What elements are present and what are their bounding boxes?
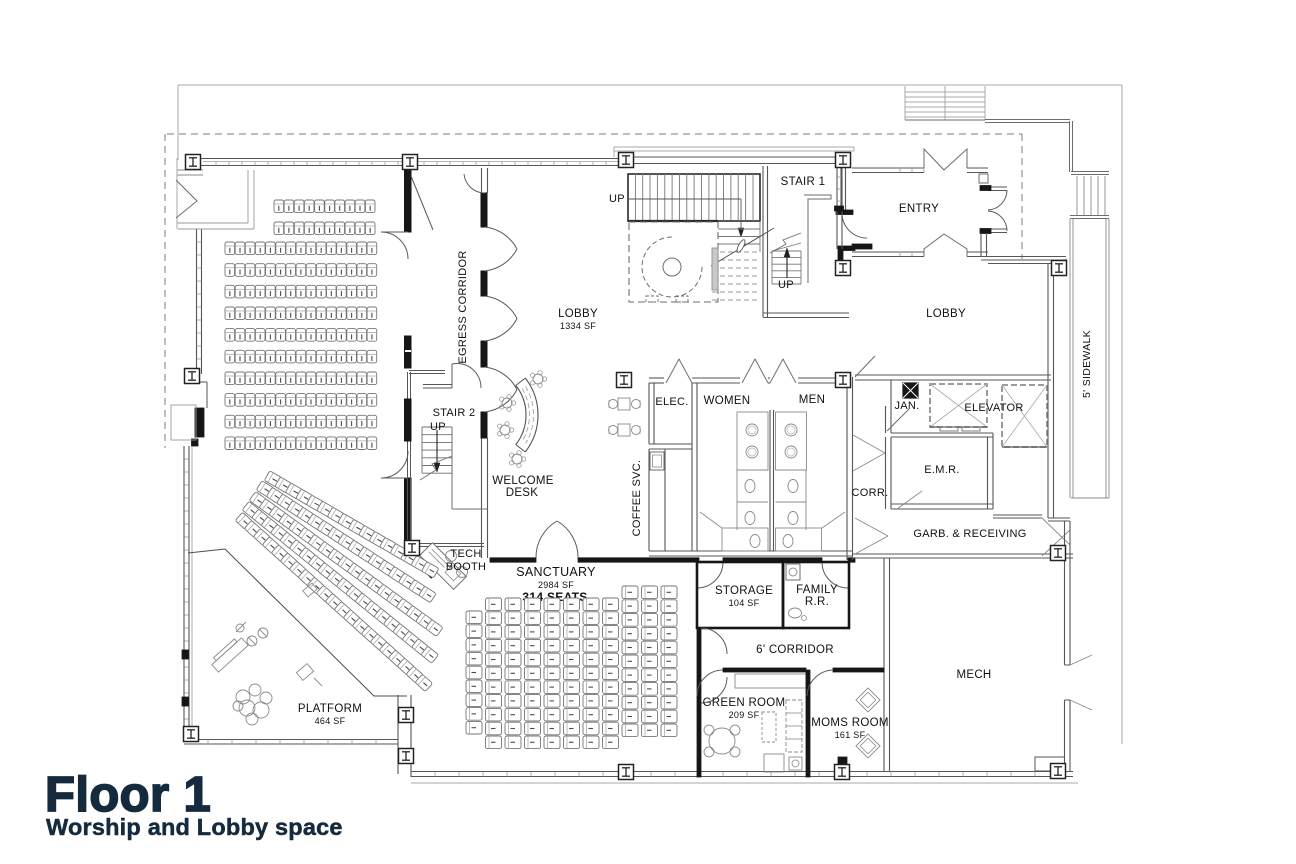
svg-text:MEN: MEN [799,394,825,406]
svg-text:R.R.: R.R. [805,596,829,608]
svg-text:104 SF: 104 SF [729,598,760,608]
svg-text:MECH: MECH [956,669,991,681]
svg-text:STORAGE: STORAGE [715,585,773,597]
svg-text:DESK: DESK [506,487,539,499]
svg-text:E.M.R.: E.M.R. [924,464,959,476]
svg-text:1334 SF: 1334 SF [560,321,596,331]
svg-text:STAIR 2: STAIR 2 [433,407,476,419]
svg-text:ELEC.: ELEC. [655,396,688,408]
svg-text:WOMEN: WOMEN [704,395,751,407]
svg-text:STAIR 1: STAIR 1 [781,176,826,188]
svg-text:UP: UP [430,421,446,433]
svg-text:CORR.: CORR. [852,487,889,499]
svg-text:5' SIDEWALK: 5' SIDEWALK [1081,330,1093,398]
svg-text:TECH: TECH [450,548,481,560]
svg-text:464 SF: 464 SF [315,716,346,726]
svg-text:GARB. & RECEIVING: GARB. & RECEIVING [913,528,1026,540]
svg-text:LOBBY: LOBBY [926,308,966,320]
svg-text:COFFEE SVC.: COFFEE SVC. [631,460,643,537]
svg-text:MOMS ROOM: MOMS ROOM [811,717,888,729]
svg-text:EGRESS CORRIDOR: EGRESS CORRIDOR [457,250,469,363]
svg-text:ELEVATOR: ELEVATOR [964,402,1023,414]
svg-text:Floor 1: Floor 1 [45,768,211,822]
svg-text:UP: UP [778,279,794,291]
svg-text:209 SF: 209 SF [729,710,760,720]
svg-text:Worship and Lobby space: Worship and Lobby space [46,814,343,840]
svg-text:WELCOME: WELCOME [492,475,554,487]
svg-text:PLATFORM: PLATFORM [298,703,362,715]
svg-text:ENTRY: ENTRY [899,203,939,215]
svg-text:UP: UP [609,193,625,205]
svg-text:161 SF: 161 SF [835,730,866,740]
svg-text:JAN.: JAN. [894,400,919,412]
svg-text:GREEN ROOM: GREEN ROOM [703,697,786,709]
svg-text:6' CORRIDOR: 6' CORRIDOR [756,644,834,656]
svg-text:SANCTUARY: SANCTUARY [516,565,596,579]
svg-text:FAMILY: FAMILY [796,584,838,596]
svg-text:BOOTH: BOOTH [446,561,487,573]
svg-text:LOBBY: LOBBY [558,308,598,320]
svg-text:2984 SF: 2984 SF [538,580,574,590]
